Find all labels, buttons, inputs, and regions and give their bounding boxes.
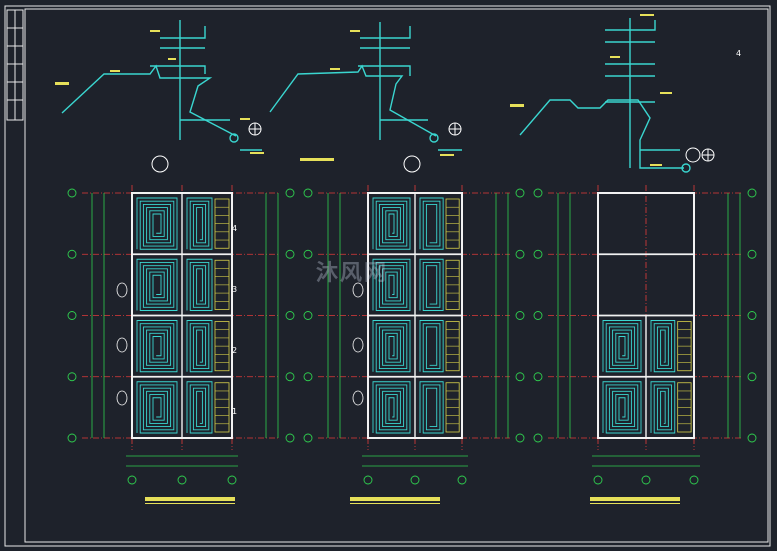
axis-bubble [747, 433, 757, 443]
fixture [352, 282, 364, 298]
floor-label: 3 [232, 285, 237, 294]
axis-bubble [67, 188, 77, 198]
riser-diagram-left [61, 20, 262, 151]
fixture [116, 337, 128, 353]
axis-bubble [303, 188, 313, 198]
axis-bubble [285, 188, 295, 198]
heating-coil [650, 381, 676, 434]
heating-coil [186, 258, 213, 311]
heating-coil [419, 197, 444, 250]
axis-bubble [593, 475, 603, 485]
axis-bubble [303, 311, 313, 320]
fixture [352, 337, 364, 353]
axis-bubble [67, 311, 77, 320]
axis-bubble [67, 372, 77, 382]
riser-annotations [55, 14, 672, 166]
axis-bubble [533, 372, 543, 382]
axis-bubble [303, 433, 313, 443]
floor-label: 4 [232, 224, 237, 233]
axis-bubble [457, 475, 467, 485]
axis-bubble [747, 372, 757, 382]
axis-bubble [285, 311, 295, 320]
heating-coil [602, 320, 642, 373]
axis-bubble [285, 372, 295, 382]
watermark: 沐风网 [316, 260, 389, 285]
axis-bubble [533, 311, 543, 320]
heating-coil [136, 258, 178, 311]
axis-bubble [533, 188, 543, 198]
riser-diagram-middle [269, 22, 462, 151]
riser-diagram-right [519, 18, 691, 173]
heating-coil [186, 197, 213, 250]
axis-bubble [285, 433, 295, 443]
axis-bubble [515, 249, 525, 259]
floor-plan-left [67, 185, 295, 485]
axis-bubble [67, 433, 77, 443]
axis-bubble [410, 475, 420, 485]
floor-label: 2 [232, 346, 237, 355]
plan-titles [145, 497, 680, 504]
axis-bubble [127, 475, 137, 485]
axis-bubble [67, 249, 77, 259]
fixture [116, 390, 128, 406]
axis-bubble [533, 249, 543, 259]
drawing-frame [4, 5, 771, 547]
fixture [116, 282, 128, 298]
right-marker: 4 [736, 49, 741, 58]
heating-coil [372, 258, 411, 311]
heating-coil [419, 320, 444, 373]
axis-bubble [747, 249, 757, 259]
heating-coil [136, 197, 178, 250]
floor-plan-middle [303, 185, 525, 485]
axis-bubble [515, 188, 525, 198]
axis-bubble [641, 475, 651, 485]
heating-coil [136, 320, 178, 373]
heating-coil [419, 381, 444, 434]
axis-bubble [533, 433, 543, 443]
axis-bubble [689, 475, 699, 485]
axis-bubble [363, 475, 373, 485]
axis-bubble [747, 188, 757, 198]
axis-bubble [177, 475, 187, 485]
riser-symbols [151, 122, 715, 173]
heating-coil [650, 320, 676, 373]
axis-bubble [515, 311, 525, 320]
axis-bubble [747, 311, 757, 320]
axis-bubble [515, 433, 525, 443]
axis-bubble [285, 249, 295, 259]
heating-coil [602, 381, 642, 434]
heating-coil [419, 258, 444, 311]
heating-coil [136, 381, 178, 434]
axis-bubble [515, 372, 525, 382]
heating-coil [186, 320, 213, 373]
axis-bubble [227, 475, 237, 485]
heating-coil [186, 381, 213, 434]
floor-label: 1 [232, 407, 237, 416]
heating-coil [372, 320, 411, 373]
axis-bubble [303, 249, 313, 259]
floor-plan-right [533, 185, 757, 485]
heating-coil [372, 197, 411, 250]
fixture [352, 390, 364, 406]
axis-bubble [303, 372, 313, 382]
heating-coil [372, 381, 411, 434]
